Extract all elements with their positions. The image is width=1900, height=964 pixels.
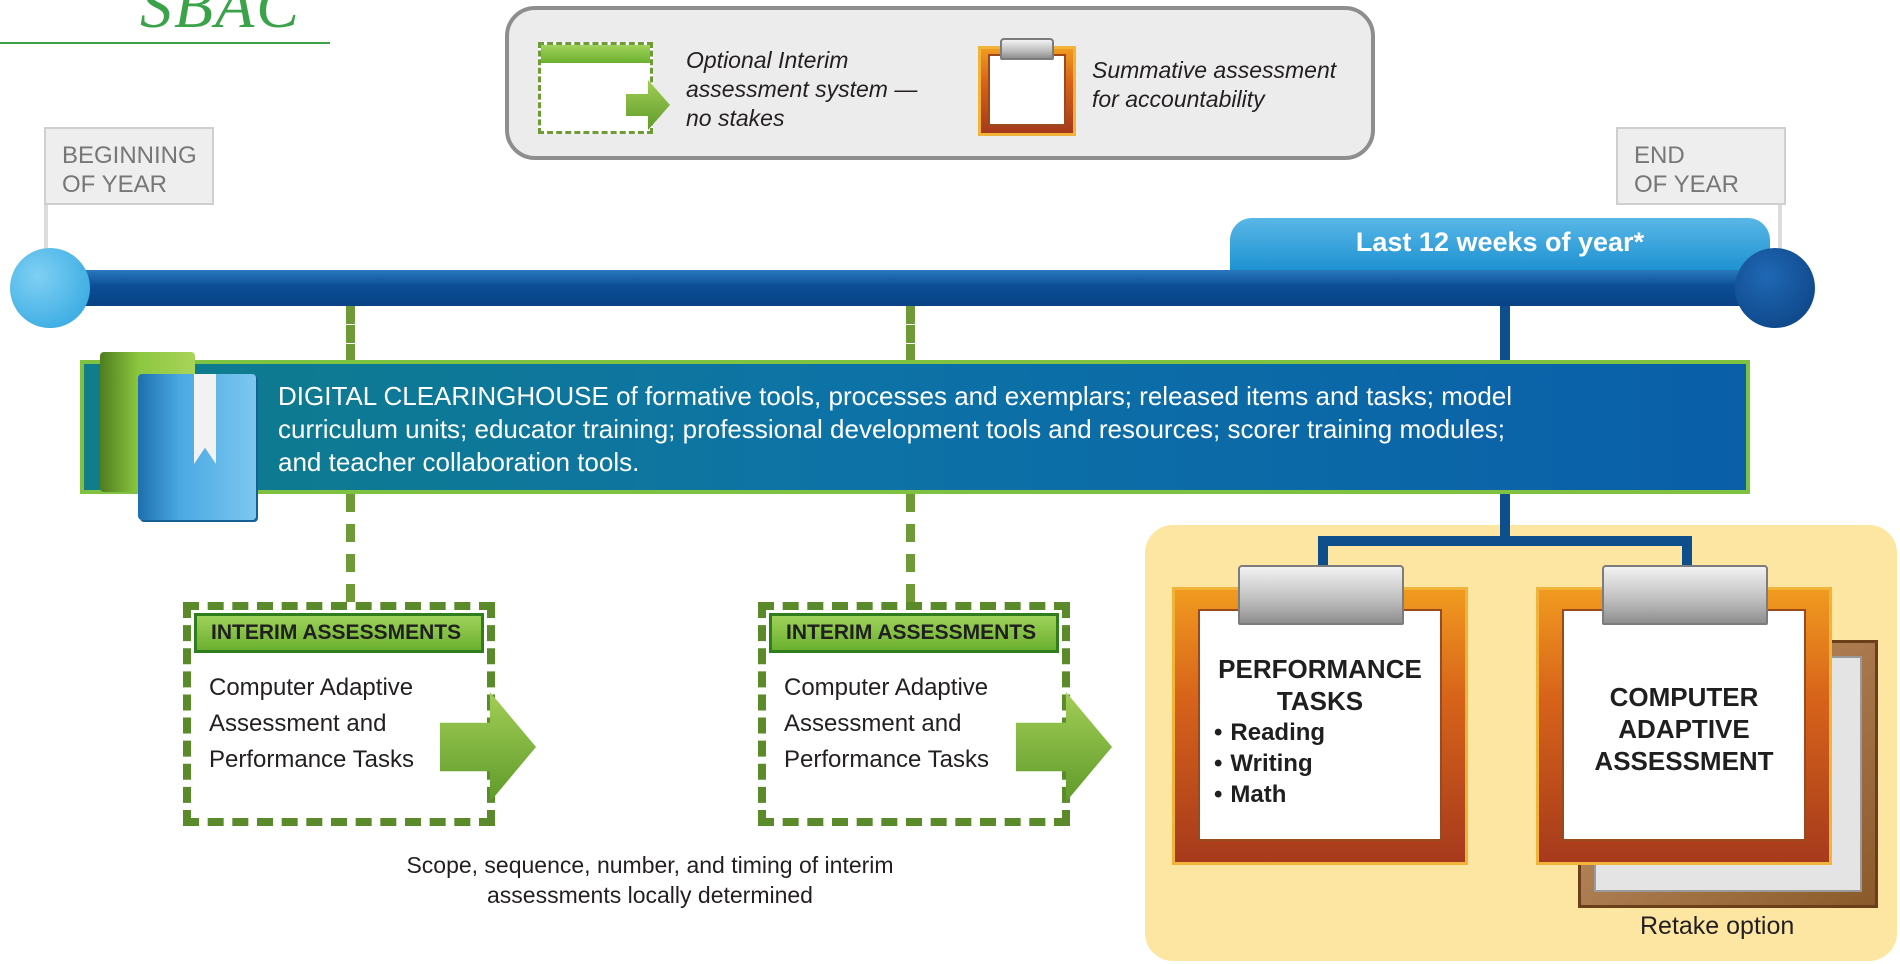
performance-tasks-title: PERFORMANCE TASKS bbox=[1218, 654, 1422, 716]
computer-adaptive-clipboard: COMPUTER ADAPTIVE ASSESSMENT bbox=[1536, 565, 1832, 865]
last-12-weeks-label: Last 12 weeks of year* bbox=[1355, 227, 1645, 257]
interim-assessment-title: INTERIM ASSESSMENTS bbox=[769, 613, 1059, 653]
interim-connector-1-bottom bbox=[346, 494, 355, 602]
interim-assessment-body: Computer Adaptive Assessment and Perform… bbox=[784, 674, 989, 773]
interim-connector-2-bottom bbox=[906, 494, 915, 602]
list-item: Math bbox=[1214, 779, 1442, 810]
clipboard-clip-icon bbox=[1238, 565, 1404, 625]
digital-clearinghouse-banner bbox=[80, 360, 1750, 494]
brand-logo: SBAC bbox=[140, 0, 301, 41]
interim-assessment-box-1: INTERIM ASSESSMENTS Computer Adaptive As… bbox=[183, 602, 495, 826]
year-timeline-bar bbox=[50, 270, 1780, 306]
end-of-year-flag: END OF YEAR bbox=[1616, 127, 1786, 205]
interim-assessment-title: INTERIM ASSESSMENTS bbox=[194, 613, 484, 653]
legend-interim-text: Optional Interim assessment system — no … bbox=[686, 47, 918, 131]
summative-connector-right bbox=[1682, 536, 1692, 566]
summative-connector-left bbox=[1318, 536, 1328, 566]
bookmark-icon bbox=[194, 374, 216, 464]
performance-tasks-clipboard: PERFORMANCE TASKS Reading Writing Math bbox=[1172, 565, 1468, 865]
brand-rule bbox=[0, 42, 330, 44]
end-flag-pole bbox=[1778, 202, 1782, 260]
summative-connector-top bbox=[1500, 306, 1510, 362]
list-item: Writing bbox=[1214, 748, 1442, 779]
interim-connector-1-top bbox=[346, 306, 355, 362]
beginning-flag-pole bbox=[44, 202, 48, 260]
retake-option-label: Retake option bbox=[1640, 912, 1795, 940]
clipboard-clip-icon bbox=[1602, 565, 1768, 625]
digital-clearinghouse-text: DIGITAL CLEARINGHOUSE of formative tools… bbox=[278, 381, 1513, 477]
interim-scope-note: Scope, sequence, number, and timing of i… bbox=[406, 852, 894, 908]
interim-assessment-box-2: INTERIM ASSESSMENTS Computer Adaptive As… bbox=[758, 602, 1070, 826]
interim-connector-2-top bbox=[906, 306, 915, 362]
last-12-weeks-banner bbox=[1230, 218, 1770, 274]
legend-summative-icon bbox=[978, 38, 1076, 136]
legend-summative-text: Summative assessment for accountability bbox=[1092, 57, 1337, 112]
legend-interim-icon bbox=[538, 42, 670, 136]
computer-adaptive-title: COMPUTER ADAPTIVE ASSESSMENT bbox=[1594, 682, 1774, 776]
summative-connector-down bbox=[1500, 494, 1510, 544]
list-item: Reading bbox=[1214, 717, 1442, 748]
timeline-end-dot bbox=[1735, 248, 1815, 328]
summative-connector-horizontal bbox=[1318, 536, 1692, 546]
performance-tasks-list: Reading Writing Math bbox=[1198, 717, 1442, 810]
timeline-start-dot bbox=[10, 248, 90, 328]
interim-assessment-body: Computer Adaptive Assessment and Perform… bbox=[209, 674, 414, 773]
beginning-of-year-flag: BEGINNING OF YEAR bbox=[44, 127, 214, 205]
